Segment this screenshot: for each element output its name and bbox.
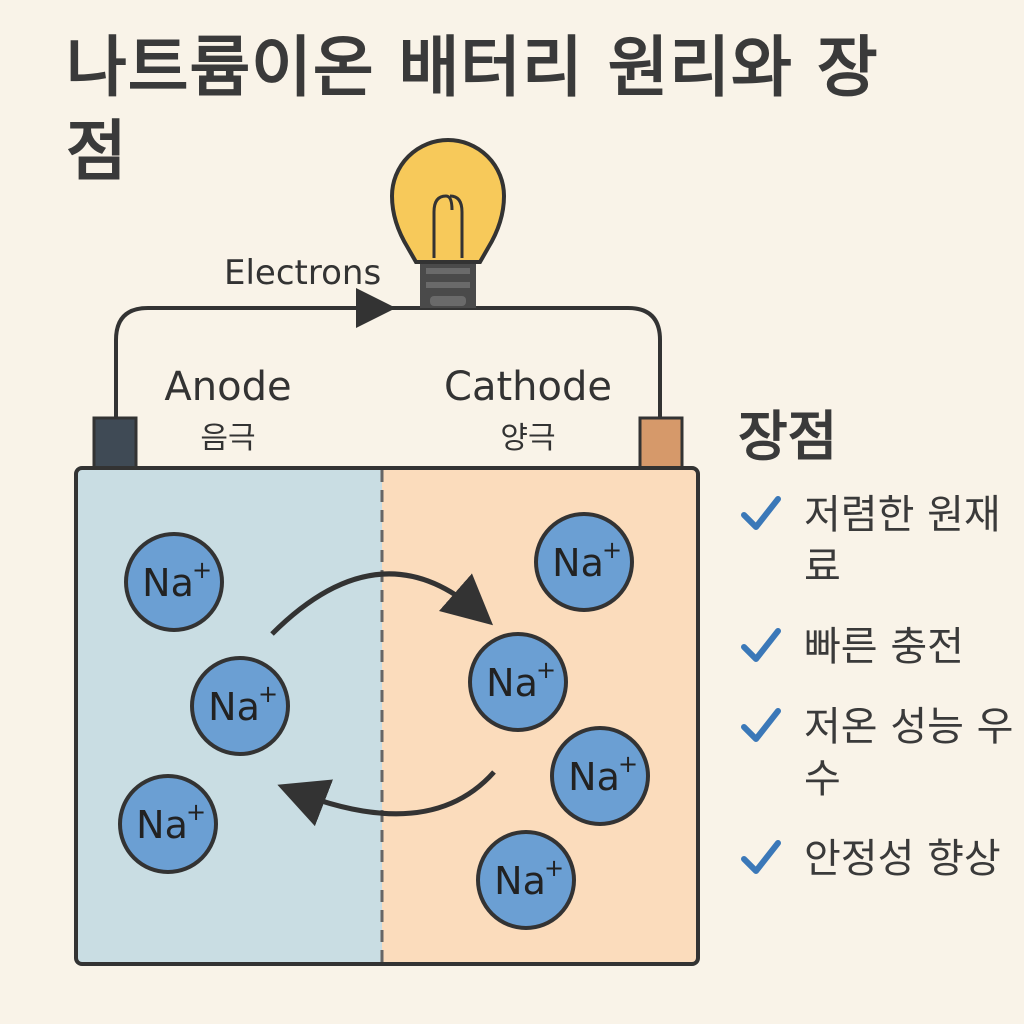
svg-text:+: + xyxy=(258,680,278,708)
anode-terminal xyxy=(92,416,138,470)
ion-flow-arrow-left xyxy=(277,770,496,827)
checkmark-icon xyxy=(741,628,781,662)
anode-label-ko: 음극 xyxy=(200,421,255,456)
advantage-item: 빠른 충전 xyxy=(738,621,1018,673)
svg-text:+: + xyxy=(544,854,564,882)
cathode-label-ko: 양극 xyxy=(500,421,555,456)
advantage-text: 안정성 향상 xyxy=(804,836,1001,882)
advantage-item: 저렴한 원재료 xyxy=(738,489,1018,593)
svg-text:Na: Na xyxy=(142,561,194,605)
sodium-ion: Na + xyxy=(550,726,650,826)
svg-text:Na: Na xyxy=(486,661,538,705)
electrons-label: Electrons xyxy=(224,253,381,293)
svg-text:+: + xyxy=(618,750,638,778)
sodium-ion: Na + xyxy=(476,830,576,930)
svg-text:Na: Na xyxy=(568,755,620,799)
checkmark-icon xyxy=(741,708,781,742)
advantage-item: 저온 성능 우수 xyxy=(738,701,1018,805)
advantage-text: 저렴한 원재료 xyxy=(804,492,1001,590)
anode-label-en: Anode xyxy=(164,364,291,410)
sodium-ion: Na + xyxy=(124,532,224,632)
sodium-ion: Na + xyxy=(534,512,634,612)
cathode-label-en: Cathode xyxy=(444,364,612,410)
svg-text:+: + xyxy=(602,536,622,564)
svg-text:+: + xyxy=(536,656,556,684)
battery-casing xyxy=(74,466,700,966)
lightbulb-icon xyxy=(389,138,507,308)
advantages-heading: 장점 xyxy=(738,405,838,468)
page-title: 나트륨이온 배터리 원리와 장점 xyxy=(66,29,879,190)
cathode-terminal xyxy=(638,416,684,470)
sodium-ion: Na + xyxy=(190,656,290,756)
advantage-text: 저온 성능 우수 xyxy=(804,704,1014,802)
svg-text:Na: Na xyxy=(136,803,188,847)
svg-text:Na: Na xyxy=(208,685,260,729)
advantage-item: 안정성 향상 xyxy=(738,833,1018,885)
advantages-panel: 장점 저렴한 원재료 빠른 충전 저온 성능 우수 안정성 향상 xyxy=(738,392,1018,913)
advantage-text: 빠른 충전 xyxy=(804,624,964,670)
sodium-ion: Na + xyxy=(118,774,218,874)
checkmark-icon xyxy=(741,496,781,530)
ion-flow-arrow-right xyxy=(270,571,494,636)
svg-text:+: + xyxy=(186,798,206,826)
svg-text:Na: Na xyxy=(494,859,546,903)
svg-text:+: + xyxy=(192,556,212,584)
checkmark-icon xyxy=(741,840,781,874)
sodium-ion: Na + xyxy=(468,632,568,732)
svg-text:Na: Na xyxy=(552,541,604,585)
